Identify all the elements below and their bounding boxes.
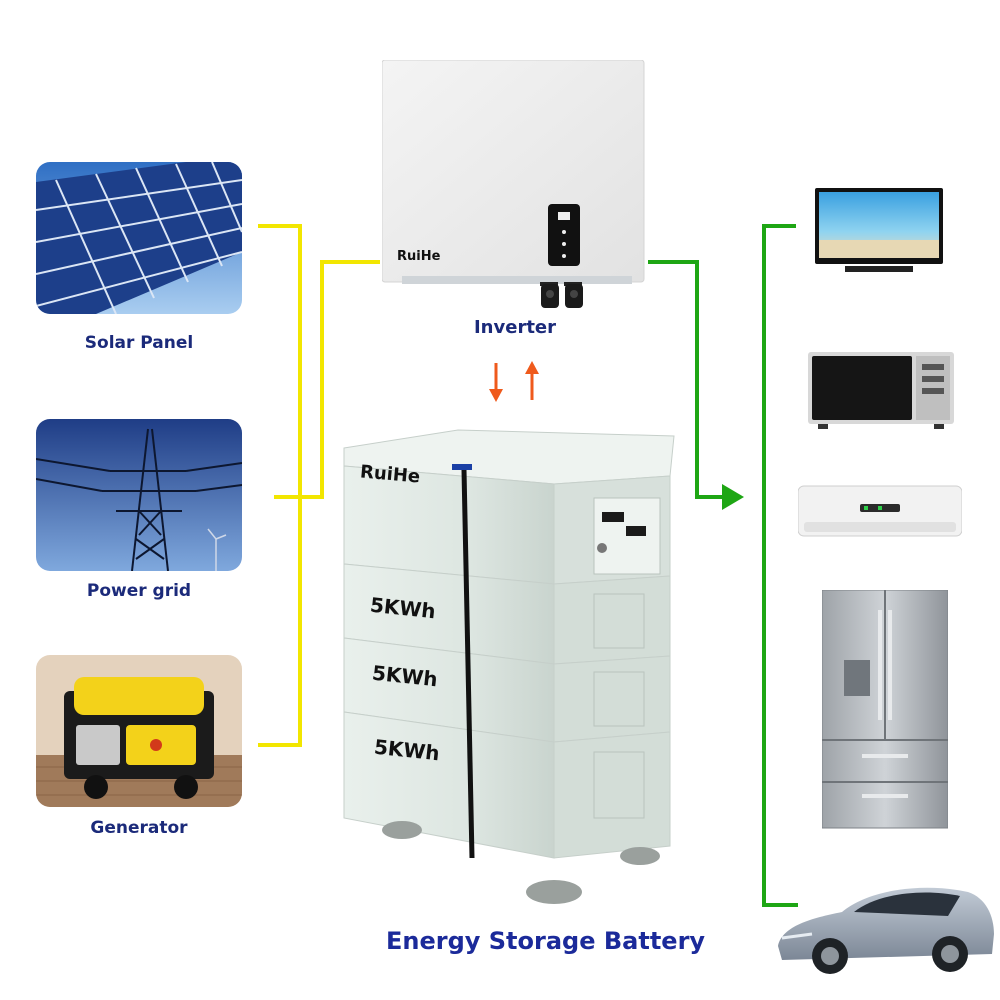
source-bus-line <box>258 224 302 747</box>
battery-feet <box>382 821 660 904</box>
generator-icon <box>64 677 214 799</box>
status-led-icon <box>452 464 472 470</box>
inverter-caption: Inverter <box>473 317 557 338</box>
microwave-image <box>808 348 954 430</box>
tv-image <box>815 188 943 274</box>
bus-to-inverter-line <box>274 260 380 499</box>
power-button-icon <box>597 543 607 553</box>
generator-image <box>36 655 242 807</box>
refrigerator-image <box>822 590 948 832</box>
output-bus <box>648 224 798 907</box>
battery-caption: Energy Storage Battery <box>386 927 706 955</box>
wind-turbine-icon <box>207 528 227 571</box>
power-grid-caption: Power grid <box>86 581 192 601</box>
solar-panel-caption: Solar Panel <box>84 333 194 353</box>
solar-panel-image <box>36 162 242 314</box>
solar-cells <box>36 162 242 314</box>
inverter-display-panel <box>548 204 580 266</box>
input-bus <box>258 224 380 747</box>
water-dispenser-icon <box>844 660 870 696</box>
battery-flow-arrows <box>489 361 539 402</box>
electric-car-image <box>772 868 998 980</box>
inverter-brand: RuiHe <box>397 249 441 264</box>
inverter-connectors <box>537 284 597 312</box>
air-conditioner-image <box>798 484 962 542</box>
transmission-tower-icon <box>36 428 242 571</box>
battery-stack-image: RuiHe 5KWh 5KWh 5KWh <box>340 426 680 912</box>
inverter-image: RuiHe <box>382 60 646 308</box>
inverter-to-load-line <box>648 260 722 499</box>
up-arrow-icon <box>525 361 539 374</box>
load-bus-line <box>762 224 798 907</box>
battery-control-module <box>343 464 671 585</box>
output-arrow-head <box>722 484 744 510</box>
down-arrow-icon <box>489 389 503 402</box>
power-grid-image <box>36 419 242 571</box>
generator-caption: Generator <box>90 818 188 838</box>
